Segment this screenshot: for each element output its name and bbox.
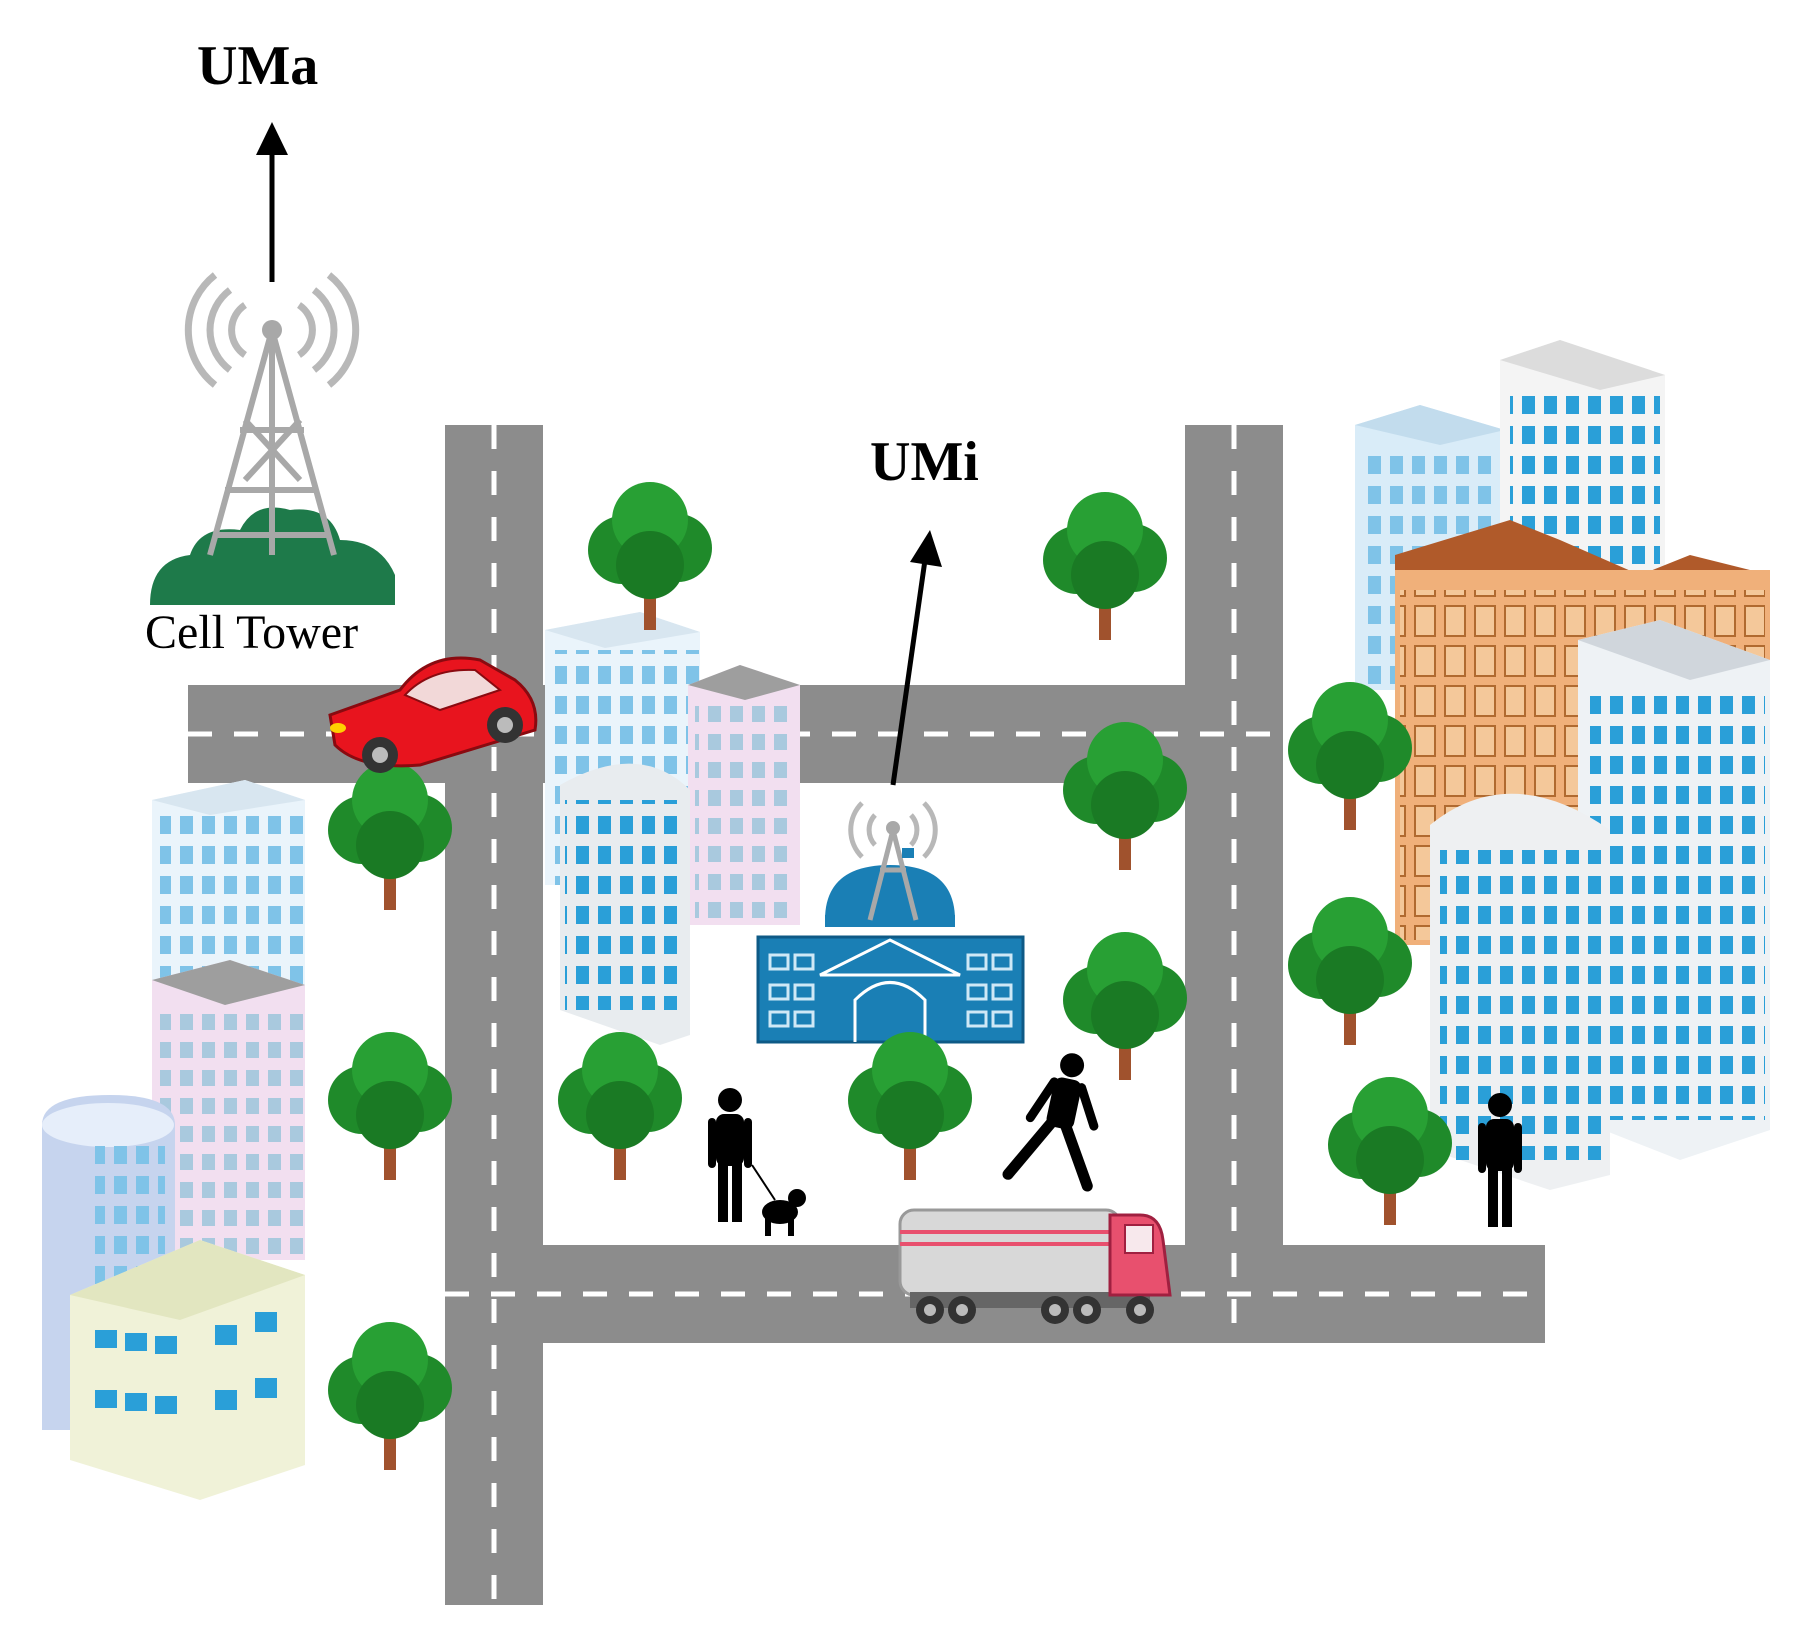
- pedestrian-icon: [708, 1053, 1522, 1227]
- cell-tower-icon: [150, 320, 395, 605]
- building-icon-left-low: [70, 1240, 305, 1500]
- umi-arrow: [890, 530, 942, 786]
- signal-icon: [184, 272, 360, 388]
- uma-arrow: [256, 122, 288, 282]
- building-icon-center-dome: [560, 763, 690, 1045]
- building-icon-right-front: [1578, 620, 1770, 1160]
- road-vertical-left: [445, 425, 543, 1605]
- building-icon-center-pink: [688, 665, 800, 925]
- building-icon-left-tall: [152, 780, 305, 990]
- dog-icon: [751, 1164, 806, 1236]
- road-vertical-right: [1185, 425, 1283, 1335]
- building-icon-left-pink: [152, 960, 305, 1260]
- cell-tower-label: Cell Tower: [145, 606, 359, 659]
- uma-label: UMa: [197, 35, 319, 97]
- umi-label: UMi: [870, 431, 979, 493]
- car-icon: [328, 656, 538, 773]
- building-icon-right-dome: [1430, 793, 1610, 1190]
- truck-icon: [898, 1208, 1172, 1324]
